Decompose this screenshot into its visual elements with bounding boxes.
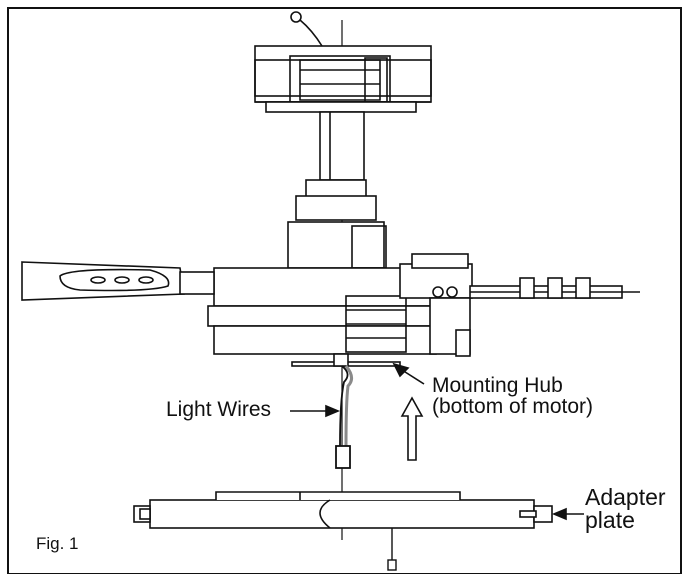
mounting-hub-arrow (392, 362, 425, 385)
blade-hole-3 (138, 276, 154, 284)
light-wires-label: Light Wires (166, 398, 272, 421)
light-wires-arrow (290, 404, 341, 418)
adapter-plate-arrow (551, 507, 584, 521)
mounting-bracket (254, 45, 432, 113)
center-screw (387, 528, 397, 571)
adapter-plate (133, 491, 553, 529)
switch-housing (399, 253, 640, 357)
left-blade-arm (21, 261, 215, 301)
blade-hole-1 (90, 276, 106, 284)
ground-wire (290, 11, 323, 47)
mounting-hub (291, 353, 401, 367)
down-rod (319, 111, 365, 181)
upward-arrow (400, 396, 424, 461)
blade-hole-2 (114, 276, 130, 284)
adapter-plate-sublabel: plate (585, 507, 635, 533)
mounting-hub-label: Mounting Hub (432, 374, 563, 397)
adapter-plate-label: Adapter (585, 484, 666, 510)
figure-caption: Fig. 1 (36, 534, 79, 553)
light-wires (335, 365, 353, 469)
mounting-hub-sublabel: (bottom of motor) (432, 395, 594, 418)
coupling (287, 179, 387, 269)
